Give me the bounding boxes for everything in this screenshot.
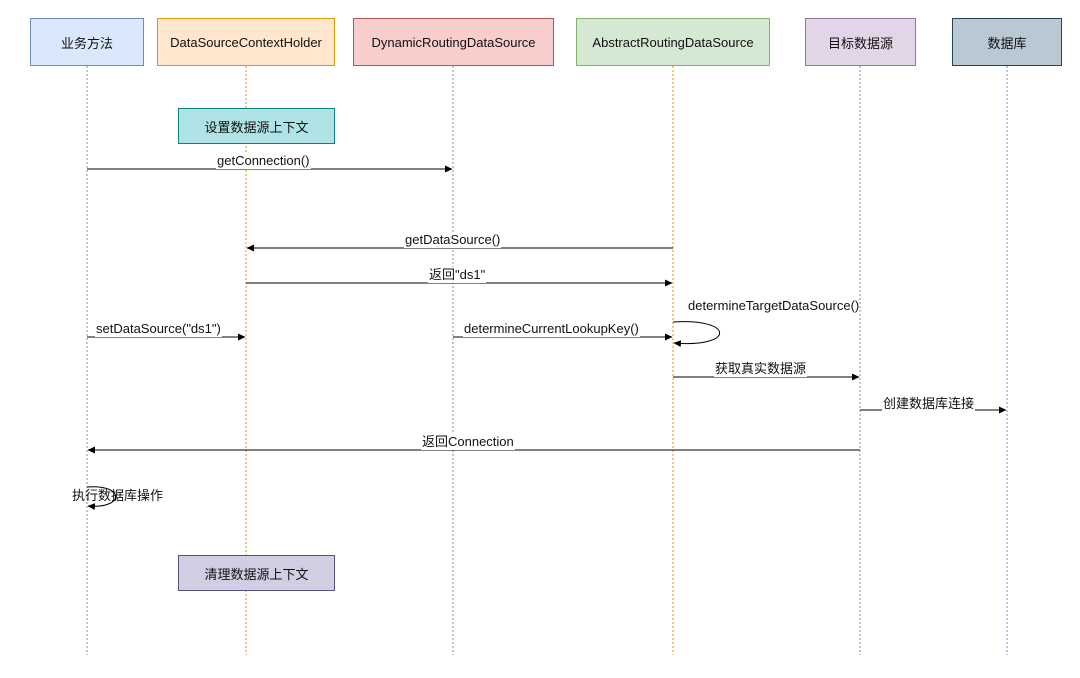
- note-set-context: 设置数据源上下文: [178, 108, 335, 144]
- message-label-getdatasource: getDataSource(): [404, 232, 502, 248]
- participant-dynamic-label: DynamicRoutingDataSource: [371, 34, 536, 50]
- participant-holder: DataSourceContextHolder: [157, 18, 335, 66]
- participant-biz: 业务方法: [30, 18, 144, 66]
- self-message-label-execute-db-op: 执行数据库操作: [72, 488, 164, 503]
- note-clear-context-label: 清理数据源上下文: [204, 566, 309, 582]
- participant-db-label: 数据库: [987, 35, 1027, 51]
- participant-holder-label: DataSourceContextHolder: [170, 34, 322, 50]
- message-label-return-ds1: 返回"ds1": [428, 267, 487, 283]
- note-clear-context: 清理数据源上下文: [178, 555, 335, 591]
- participant-abstract: AbstractRoutingDataSource: [576, 18, 770, 66]
- message-label-getconnection: getConnection(): [216, 153, 311, 169]
- self-arrow-execute-db-op: [86, 486, 116, 511]
- note-set-context-label: 设置数据源上下文: [204, 119, 309, 135]
- participant-dynamic: DynamicRoutingDataSource: [353, 18, 554, 66]
- self-arrow-determinetargetdatasource: [672, 321, 720, 348]
- message-label-get-real-datasource: 获取真实数据源: [714, 361, 808, 377]
- participant-db: 数据库: [952, 18, 1062, 66]
- message-label-return-connection: 返回Connection: [421, 434, 515, 450]
- message-label-determinecurrentlookupkey: determineCurrentLookupKey(): [463, 321, 640, 337]
- participant-target-label: 目标数据源: [827, 35, 893, 51]
- self-message-label-determinetargetdatasource: determineTargetDataSource(): [688, 298, 860, 313]
- participant-target: 目标数据源: [805, 18, 916, 66]
- message-label-create-connection: 创建数据库连接: [882, 396, 976, 412]
- participant-biz-label: 业务方法: [60, 35, 113, 51]
- message-label-setdatasource: setDataSource("ds1"): [95, 321, 222, 337]
- participant-abstract-label: AbstractRoutingDataSource: [592, 34, 754, 50]
